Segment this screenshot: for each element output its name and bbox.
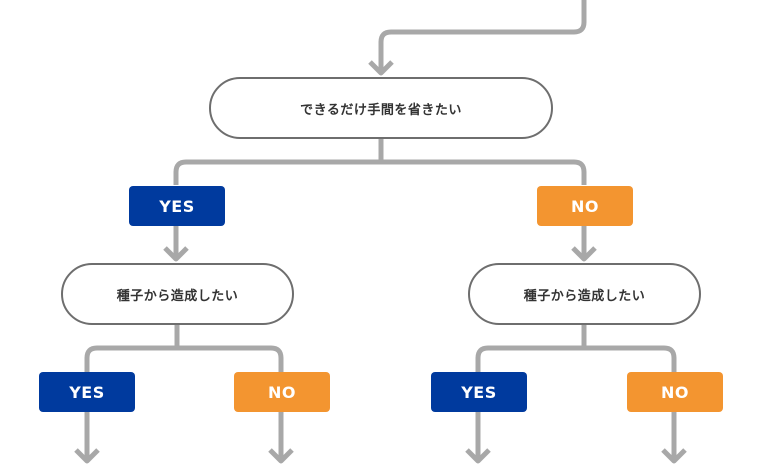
incoming-connector [378,0,587,70]
right-branch-no-label: NO [571,196,599,216]
right-right-no-badge: NO [627,372,723,412]
arrowhead-out-2 [268,448,294,464]
arrowhead-root [368,60,394,76]
left-left-yes-label: YES [69,382,105,402]
arrowhead-out-4 [661,448,687,464]
arrowhead-right-node [571,246,597,262]
root-split-connector [173,138,587,185]
root-decision-label: できるだけ手間を省きたい [300,102,462,118]
arrowhead-out-3 [465,448,491,464]
right-left-yes-badge: YES [431,372,527,412]
right-decision-label: 種子から造成したい [523,288,646,304]
root-decision-node: できるだけ手間を省きたい [209,77,553,139]
arrowhead-left-node [163,246,189,262]
right-decision-node: 種子から造成したい [468,263,701,325]
left-decision-node: 種子から造成したい [61,263,294,325]
right-branch-no-badge: NO [537,186,633,226]
left-left-yes-badge: YES [39,372,135,412]
right-left-yes-label: YES [461,382,497,402]
left-decision-label: 種子から造成したい [116,288,239,304]
left-right-no-badge: NO [234,372,330,412]
right-right-no-label: NO [661,382,689,402]
left-node-split-connector [84,325,284,372]
right-node-split-connector [475,325,677,372]
arrowhead-out-1 [74,448,100,464]
left-right-no-label: NO [268,382,296,402]
left-branch-yes-label: YES [159,196,195,216]
left-branch-yes-badge: YES [129,186,225,226]
